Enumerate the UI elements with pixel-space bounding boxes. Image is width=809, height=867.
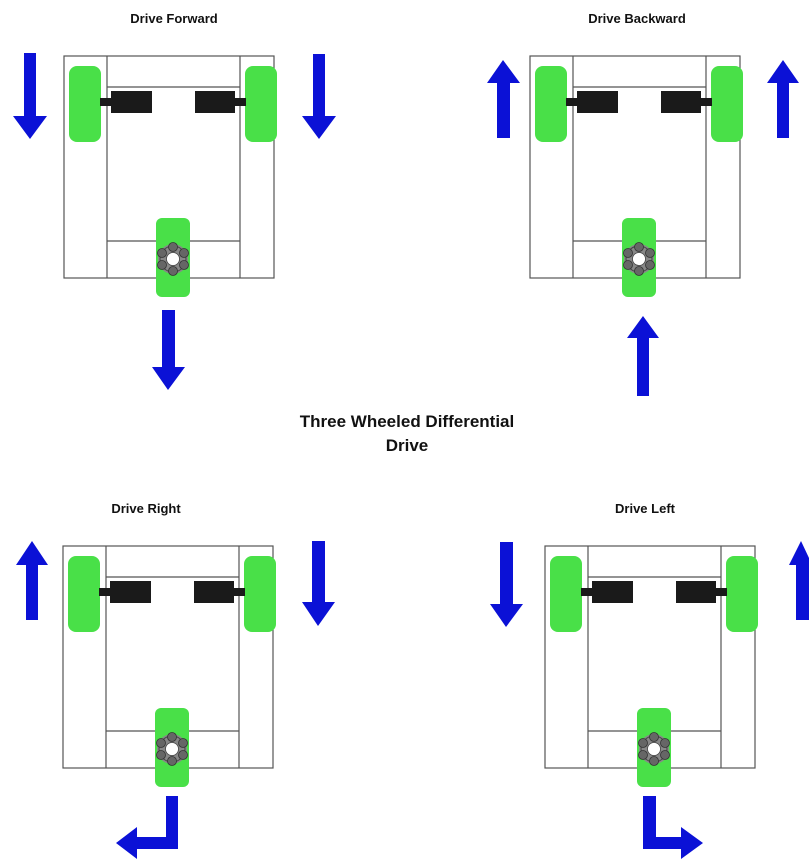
caster-arrow-forward-down [152, 310, 185, 390]
panel-label-drive-right: Drive Right [111, 501, 181, 516]
caster-arrow-left-down-then-right [643, 796, 703, 859]
panel-label-drive-backward: Drive Backward [588, 11, 686, 26]
robot-left [544, 545, 759, 788]
right-wheel-arrow-backward-up [767, 60, 799, 138]
right-wheel-arrow-forward-down [302, 54, 336, 139]
title-line-2: Drive [386, 436, 429, 455]
panel-drive-right: Drive Right [16, 501, 335, 859]
panel-drive-forward: Drive Forward [13, 11, 336, 390]
caster-arrow-backward-up [627, 316, 659, 396]
robot-forward [63, 55, 278, 298]
robot-right [62, 545, 277, 788]
left-wheel-arrow-backward-up [487, 60, 520, 138]
right-wheel-arrow-left-up [789, 541, 809, 620]
caster-arrow-right-down-then-left [116, 796, 178, 859]
diagram-title: Three Wheeled Differential Drive [300, 412, 514, 455]
left-wheel-arrow-right-up [16, 541, 48, 620]
panel-drive-left: Drive Left [490, 501, 809, 859]
title-line-1: Three Wheeled Differential [300, 412, 514, 431]
right-wheel-arrow-right-down [302, 541, 335, 626]
robot-backward [529, 55, 744, 298]
left-wheel-arrow-forward-down [13, 53, 47, 139]
panel-label-drive-left: Drive Left [615, 501, 676, 516]
left-wheel-arrow-left-down [490, 542, 523, 627]
panel-label-drive-forward: Drive Forward [130, 11, 217, 26]
panel-drive-backward: Drive Backward [487, 11, 799, 396]
